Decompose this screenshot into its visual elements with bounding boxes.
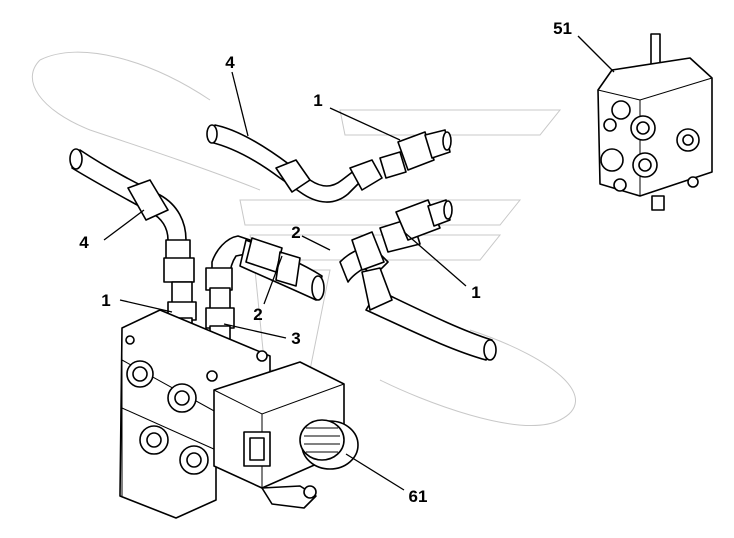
callout-4-upper: 4 — [225, 53, 235, 72]
hose-4-left — [69, 148, 195, 283]
callout-61: 61 — [409, 487, 428, 506]
adjustment-knob-61 — [299, 419, 359, 470]
callout-1-upper: 1 — [313, 91, 322, 110]
callout-2-lower: 2 — [253, 305, 262, 324]
leader-lines — [103, 35, 615, 491]
hose-4-upper — [206, 124, 407, 203]
hose-right — [339, 199, 497, 361]
callout-1-left: 1 — [101, 291, 110, 310]
valve-51 — [597, 33, 713, 211]
fitting-1-upper — [397, 129, 452, 171]
callout-51: 51 — [553, 19, 572, 38]
callout-1-right: 1 — [471, 283, 480, 302]
callout-4-left: 4 — [79, 233, 89, 252]
valve-block — [119, 309, 271, 519]
hose-2 — [211, 235, 325, 301]
callout-3: 3 — [291, 329, 300, 348]
callout-2-upper: 2 — [291, 223, 300, 242]
